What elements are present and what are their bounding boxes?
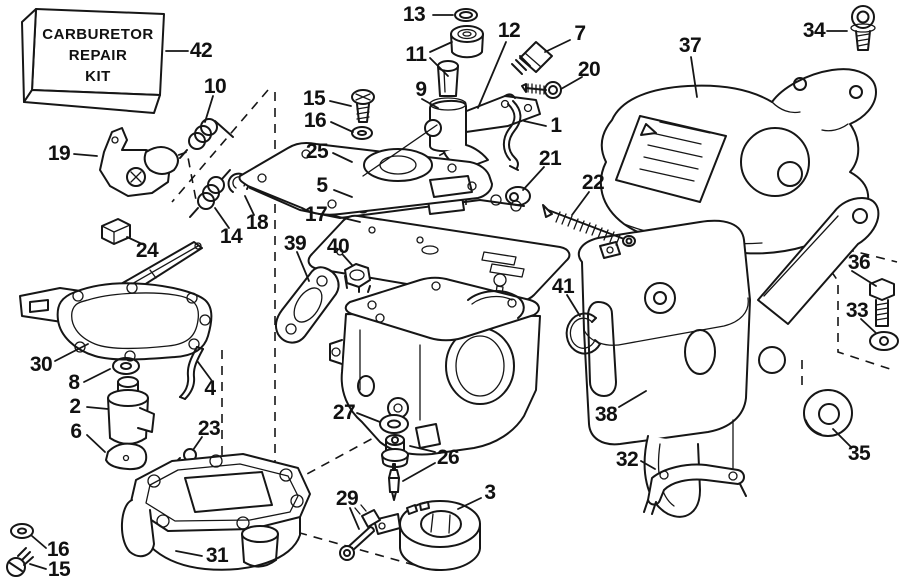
callout-32: 32 — [615, 448, 639, 471]
part-washer-16-bottom — [10, 523, 34, 539]
callout-26: 26 — [436, 446, 460, 469]
callout-5: 5 — [316, 174, 328, 197]
kit-box-label: CARBURETOR REPAIR KIT — [36, 24, 160, 87]
part-torsion-spring-14 — [189, 169, 231, 218]
part-throttle-shaft-12 — [424, 95, 541, 168]
callout-13: 13 — [402, 3, 426, 26]
callout-14: 14 — [219, 225, 243, 248]
part-washer-33 — [869, 331, 899, 351]
callout-42: 42 — [189, 39, 213, 62]
part-repair-kit-box — [21, 8, 165, 114]
part-bracket-32 — [643, 463, 747, 515]
part-float-3 — [354, 500, 482, 571]
part-screw-15-top — [351, 89, 375, 123]
part-oring-13 — [454, 8, 478, 22]
part-screw-34 — [850, 5, 876, 51]
callout-12: 12 — [497, 19, 521, 42]
part-needle-seat-26 — [381, 434, 409, 468]
part-pump-cup-2 — [107, 376, 155, 445]
callout-31: 31 — [205, 544, 229, 567]
callout-23: 23 — [197, 417, 221, 440]
part-air-silencer-base — [577, 197, 880, 518]
callout-9: 9 — [415, 78, 427, 101]
part-screw-20 — [521, 81, 562, 99]
callout-20: 20 — [577, 58, 601, 81]
callout-2: 2 — [69, 395, 81, 418]
part-clip-41 — [565, 312, 601, 355]
callout-11: 11 — [405, 43, 427, 66]
callout-18: 18 — [245, 211, 269, 234]
kit-box-line-2: REPAIR — [68, 47, 128, 64]
callout-10: 10 — [203, 75, 227, 98]
part-grommet-35 — [803, 389, 853, 437]
callout-7: 7 — [574, 22, 586, 45]
kit-box-line-1: CARBURETOR — [42, 26, 154, 43]
callout-24: 24 — [135, 239, 159, 262]
callout-29: 29 — [335, 487, 359, 510]
callout-39: 39 — [283, 232, 307, 255]
callout-22: 22 — [581, 171, 605, 194]
part-washer-27 — [379, 414, 409, 434]
part-hinge-pin-29 — [339, 526, 375, 561]
callout-17: 17 — [304, 203, 328, 226]
part-screw-15-bottom — [6, 547, 34, 577]
callout-25: 25 — [305, 140, 329, 163]
part-needle-screw-22 — [542, 204, 636, 247]
callout-34: 34 — [802, 19, 826, 42]
callout-21: 21 — [538, 147, 562, 170]
part-needle-valve-26 — [388, 463, 400, 501]
callout-4: 4 — [204, 377, 216, 400]
part-carburetor-body — [329, 276, 541, 456]
callout-16-top: 16 — [303, 109, 327, 132]
callout-41: 41 — [551, 275, 575, 298]
part-washer-8 — [112, 357, 140, 375]
part-throttle-lever — [99, 127, 179, 197]
callout-36: 36 — [847, 251, 871, 274]
callout-38: 38 — [594, 403, 618, 426]
callout-6: 6 — [70, 420, 82, 443]
part-intake-plate-25 — [238, 142, 525, 219]
part-mount-gasket-39 — [274, 266, 340, 344]
callout-27: 27 — [332, 401, 356, 424]
callout-35: 35 — [847, 442, 871, 465]
callout-33: 33 — [845, 299, 869, 322]
callout-19: 19 — [47, 142, 71, 165]
leader-lines — [29, 14, 877, 570]
part-float-bowl — [120, 453, 311, 571]
callout-3: 3 — [484, 481, 496, 504]
part-nut-40 — [344, 263, 371, 293]
part-packing-cap-21 — [505, 186, 531, 206]
part-gasket-6 — [105, 442, 148, 471]
part-bushing-11-upper — [450, 25, 484, 59]
callout-37: 37 — [678, 34, 702, 57]
part-bushing-11-lower — [437, 60, 459, 97]
part-carburetor-gasket-30 — [56, 282, 213, 362]
callout-8: 8 — [68, 371, 80, 394]
part-washer-16-top — [351, 126, 373, 140]
callout-15-top: 15 — [302, 87, 326, 110]
part-inlet-valve-7 — [511, 41, 553, 75]
callout-16-bottom: 16 — [46, 538, 70, 561]
kit-box-line-3: KIT — [85, 68, 111, 85]
callout-40: 40 — [326, 235, 350, 258]
part-air-silencer-cover — [599, 68, 877, 255]
part-torsion-spring-10 — [179, 118, 234, 159]
part-link-rod-1 — [502, 93, 522, 171]
callout-30: 30 — [29, 353, 53, 376]
callout-1: 1 — [550, 114, 562, 137]
callout-15-bottom: 15 — [47, 558, 71, 581]
part-drain-tube-4 — [179, 346, 204, 400]
part-bolt-36 — [869, 278, 895, 327]
